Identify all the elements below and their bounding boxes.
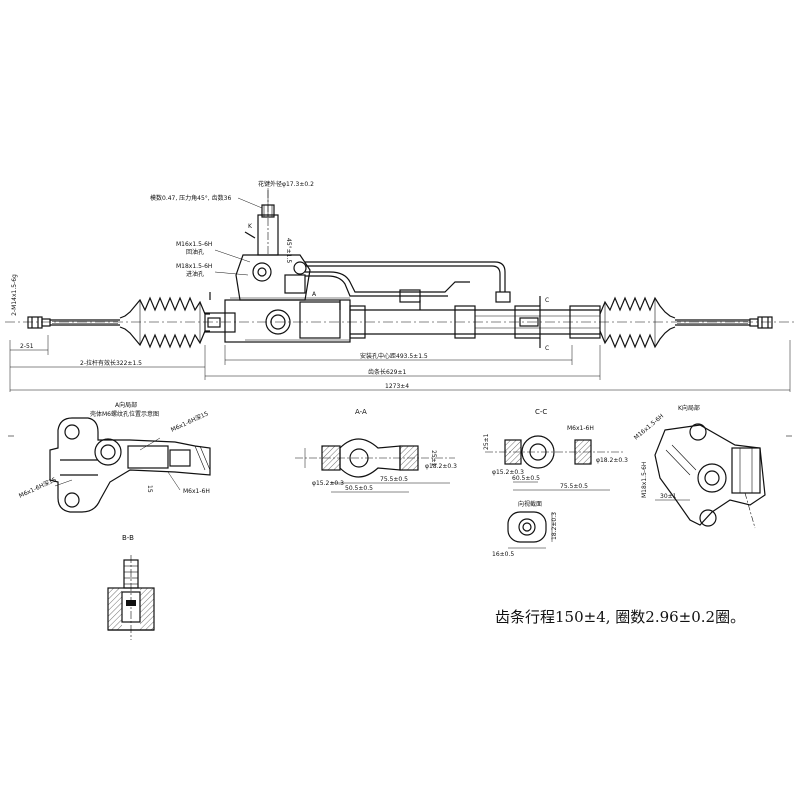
view-k-dim-3: 30±1 [660, 493, 677, 500]
section-label-a: A [312, 291, 317, 298]
dim-rack: 齿条长629±1 [368, 368, 406, 376]
view-a-m6-left: M6x1-6H深15 [17, 475, 57, 499]
view-bb-title: B-B [122, 534, 134, 542]
view-cut-dim-h: 18.2±0.3 [551, 512, 558, 540]
view-k: K向局部 M16x1.5-6H M18x1.5-6H 30±1 [633, 404, 766, 529]
label-end-thread: 2-M14x1.5-6g [11, 274, 18, 316]
left-bellows [119, 296, 210, 349]
view-cut-label: 向视截面 [518, 500, 542, 508]
view-cut-dim-w: 16±0.5 [492, 551, 514, 558]
right-bellows [599, 296, 676, 349]
view-a-m6-top: M6x1-6H深15 [169, 409, 209, 433]
view-aa-dim-3: 50.5±0.5 [345, 485, 373, 492]
section-label-c-bottom: C [545, 345, 549, 352]
main-annotations: 模数0.47, 压力角45°, 齿数36 花键外径φ17.3±0.2 M16x1… [11, 180, 314, 316]
view-cc-dim-3: φ18.2±0.3 [596, 457, 628, 464]
view-a: A向局部 壳体M6螺纹孔位置示意图 M6x1-6H深15 M6x1-6H深15 … [17, 401, 211, 513]
rack-housing [204, 297, 601, 343]
main-view: C C A K 模数0.47, 压力角45°, 齿数36 花键外径φ17.3±0… [5, 180, 795, 437]
view-cc-title: C-C [535, 408, 547, 416]
dim-51: 2-51 [20, 343, 34, 350]
view-aa: A-A φ15.2±0.3 φ18.2±0.3 50.5±0.5 75.5±0.… [295, 408, 457, 493]
dim-mount: 安装孔中心距493.5±1.5 [360, 352, 428, 360]
label-inlet-thread: M18x1.5-6H [176, 263, 212, 270]
label-spline: 花键外径φ17.3±0.2 [258, 180, 314, 188]
view-a-15: 15 [146, 485, 153, 493]
label-inlet: 进油孔 [186, 270, 204, 278]
dim-tie-rod: 2-拉杆有效长322±1.5 [80, 359, 142, 367]
view-cc-dim-2: φ15.2±0.3 [492, 469, 524, 476]
view-label-k: K [248, 223, 253, 230]
label-module: 模数0.47, 压力角45°, 齿数36 [150, 194, 231, 202]
view-cc-dim-6: 25±1 [483, 433, 490, 450]
view-bb: B-B [107, 534, 155, 640]
dim-total: 1273±4 [385, 383, 409, 390]
label-return: 回油孔 [186, 248, 204, 256]
note-text: 齿条行程150±4, 圈数2.96±0.2圈。 [495, 608, 745, 626]
section-markers: C C A K [209, 223, 549, 352]
view-a-m6-right: M6x1-6H [183, 488, 210, 495]
view-k-title: K向局部 [678, 404, 700, 412]
view-cc-dim-1: M6x1-6H [567, 425, 594, 432]
view-cut: 向视截面 16±0.5 18.2±0.3 [492, 500, 558, 558]
view-a-title: A向局部 [115, 401, 137, 409]
right-tie-rod [675, 316, 773, 329]
view-cc-dim-4: 60.5±0.5 [512, 475, 540, 482]
view-aa-dim-2: φ18.2±0.3 [425, 463, 457, 470]
view-aa-dim-4: 75.5±0.5 [380, 476, 408, 483]
view-aa-dim-5: 25±1 [430, 450, 437, 467]
view-k-dim-1: M16x1.5-6H [633, 413, 665, 442]
pinion-valve [235, 190, 311, 301]
view-cc: C-C M6x1-6H φ15.2±0.3 φ18.2±0.3 60.5±0.5… [483, 408, 628, 491]
view-a-subtitle: 壳体M6螺纹孔位置示意图 [90, 410, 159, 418]
main-dimensions: 2-51 2-拉杆有效长322±1.5 安装孔中心距493.5±1.5 齿条长6… [9, 335, 791, 392]
left-tie-rod [27, 316, 120, 329]
hydraulic-pipes [305, 261, 511, 310]
label-return-thread: M16x1.5-6H [176, 241, 212, 248]
view-k-dim-2: M18x1.5-6H [641, 462, 648, 498]
view-aa-title: A-A [355, 408, 367, 416]
view-cc-dim-5: 75.5±0.5 [560, 483, 588, 490]
label-45: 45°±1.5 [285, 238, 292, 263]
section-label-c-top: C [545, 297, 549, 304]
view-aa-dim-1: φ15.2±0.3 [312, 480, 344, 487]
